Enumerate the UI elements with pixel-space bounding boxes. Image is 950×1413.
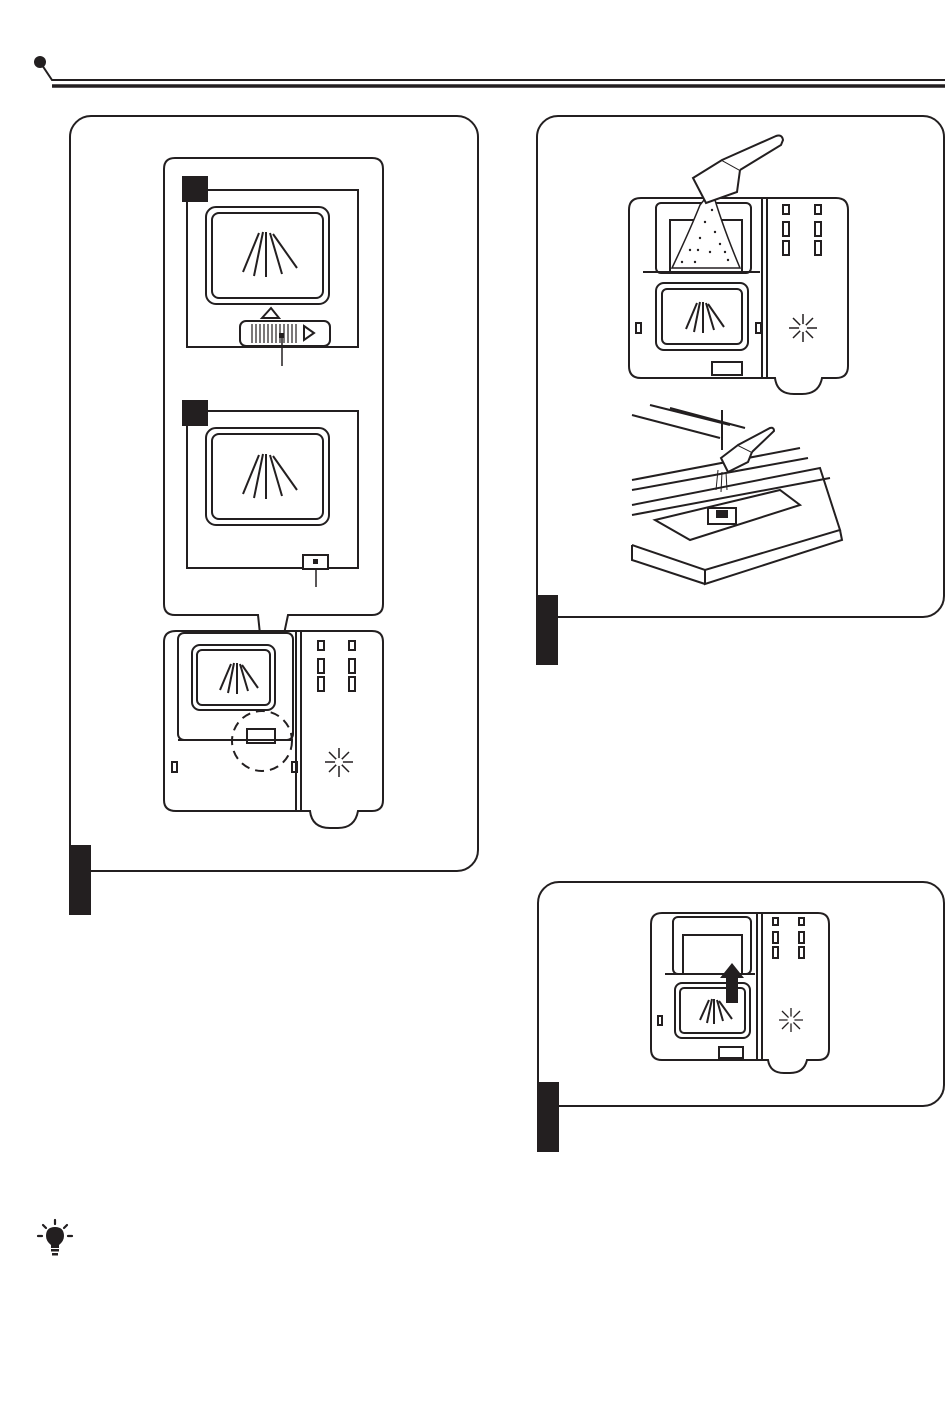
lightbulb-icon bbox=[36, 1218, 74, 1258]
